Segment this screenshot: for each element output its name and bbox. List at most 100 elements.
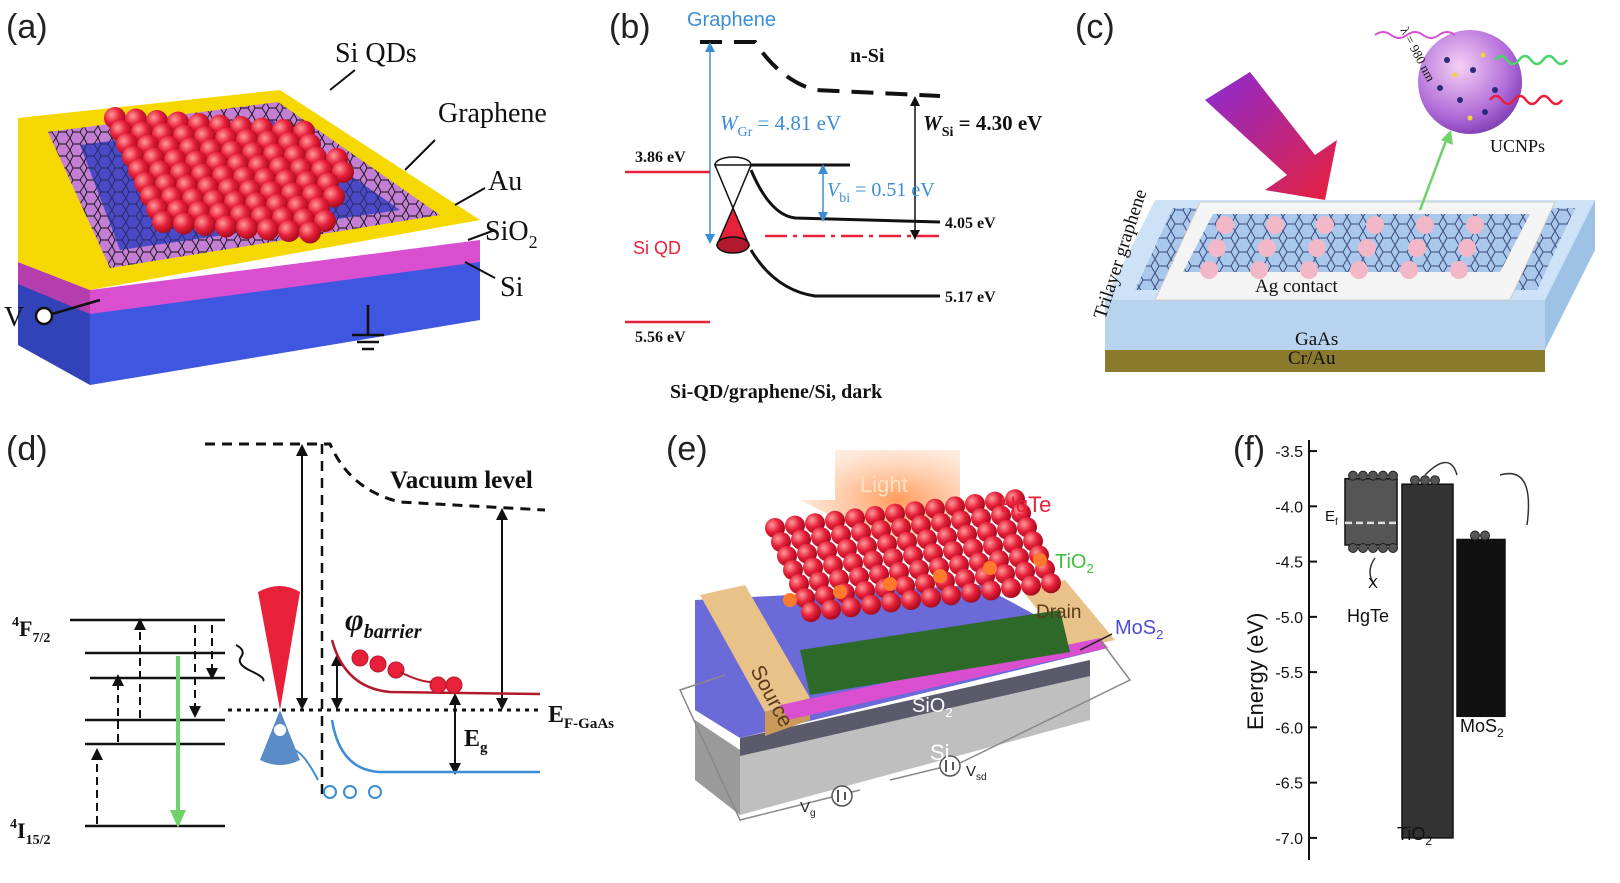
hgte-qd xyxy=(821,599,841,620)
label-v-bi: Vbi = 0.51 eV xyxy=(827,179,935,206)
ground-icon xyxy=(352,305,384,351)
dirac-cone-icon xyxy=(713,156,753,254)
si-qd xyxy=(299,221,321,244)
drain-electrode xyxy=(1020,580,1115,650)
label-4i152: 4I15/2 xyxy=(10,817,50,848)
ucnp-particle xyxy=(1300,261,1318,279)
electron xyxy=(1410,475,1420,486)
panel-d-band-diagram: Vacuum level EF-GaAs Eg φbarrier xyxy=(10,442,614,848)
ucnp-particle xyxy=(1200,261,1218,279)
si-qd xyxy=(278,220,300,242)
si-layer xyxy=(740,670,1090,815)
hgte-qd xyxy=(841,597,861,618)
panel-e-label: (e) xyxy=(666,430,708,468)
y-tick-label: -7.0 xyxy=(1275,831,1303,848)
hgte-qd xyxy=(881,592,901,613)
label-n-si: n-Si xyxy=(850,45,885,67)
label-si: Si xyxy=(500,272,524,303)
ucnp-particle xyxy=(1316,216,1334,234)
label-au: Au xyxy=(488,166,522,197)
gaas-layer xyxy=(1105,300,1545,350)
y-tick-label: -6.5 xyxy=(1275,776,1303,793)
label-v: V xyxy=(4,302,24,333)
si-layer xyxy=(90,250,480,385)
y-tick-label: -6.0 xyxy=(1275,720,1303,737)
label-vg: Vg xyxy=(800,799,816,819)
hgte-qd xyxy=(901,590,921,610)
label-gaas: GaAs xyxy=(1295,329,1338,350)
label-4-05: 4.05 eV xyxy=(945,215,996,232)
si-qd xyxy=(257,218,279,241)
vsd-source-icon xyxy=(939,755,961,777)
label-light: Light xyxy=(860,472,908,497)
panel-f: (f) -3.5-4.0-4.5-5.0-5.5-6.0-6.5-7.0 Ene… xyxy=(1225,420,1620,878)
electron xyxy=(1480,530,1490,541)
label-ef: EF-GaAs xyxy=(548,702,614,732)
hgte-qd xyxy=(941,585,961,606)
label-hgte: HgTe xyxy=(1347,606,1389,626)
electron xyxy=(1420,475,1430,486)
label-w-si: WSi = 4.30 eV xyxy=(923,111,1042,140)
label-mos2: MoS2 xyxy=(1460,716,1504,740)
si-qd xyxy=(215,215,237,238)
hgte-qd-highlight xyxy=(783,593,797,607)
panel-a-label: (a) xyxy=(6,8,48,46)
si-qd xyxy=(194,214,216,236)
sio2-layer xyxy=(90,240,480,314)
label-crau: Cr/Au xyxy=(1288,348,1336,369)
dirac-cone-icon xyxy=(258,586,300,765)
electron xyxy=(1368,470,1378,481)
label-mos2: MoS2 xyxy=(1115,617,1163,642)
ucnp-particle xyxy=(1416,216,1434,234)
label-vacuum: Vacuum level xyxy=(390,467,533,494)
label-eg: Eg xyxy=(464,726,488,756)
hole xyxy=(1368,543,1378,553)
panel-b-label: (b) xyxy=(609,8,651,46)
caption-b: Si-QD/graphene/Si, dark xyxy=(670,381,883,403)
hgte-qd-highlight xyxy=(1033,553,1047,567)
hgte-qd xyxy=(861,594,881,615)
y-tick-label: -3.5 xyxy=(1275,444,1303,461)
panel-e-device: Light Vg Vsd So xyxy=(678,450,1163,821)
panel-b-band-diagram: Graphene n-Si WGr = 4.81 eV WSi = 4.30 e… xyxy=(625,9,1042,403)
label-si: Si xyxy=(930,740,950,765)
bar-tio2 xyxy=(1401,483,1454,839)
y-tick-label: -5.0 xyxy=(1275,610,1303,627)
hgte-qd xyxy=(981,580,1001,601)
ucnp-particle xyxy=(1258,239,1276,257)
hole xyxy=(1378,543,1388,553)
ucnp-particle xyxy=(1250,261,1268,279)
si-qd xyxy=(236,217,258,239)
si-qd xyxy=(173,212,195,235)
y-tick-label: -4.0 xyxy=(1275,499,1303,516)
hgte-qd xyxy=(961,582,981,603)
si-qd xyxy=(152,211,174,233)
label-w-gr: WGr = 4.81 eV xyxy=(720,111,841,140)
label-ef: Ef xyxy=(1325,508,1338,528)
ucnp-particle xyxy=(1458,239,1476,257)
electron xyxy=(1378,470,1388,481)
ucnp-particle xyxy=(1266,216,1284,234)
hgte-qd-highlight xyxy=(883,577,897,591)
vg-source-icon xyxy=(831,785,853,807)
hgte-qd xyxy=(1021,575,1041,596)
label-tio2: TiO2 xyxy=(1055,551,1094,576)
hgte-qd xyxy=(1041,573,1061,594)
label-tio2: TiO2 xyxy=(1397,824,1432,848)
hgte-qd xyxy=(921,587,941,608)
voltage-terminal-icon xyxy=(34,306,54,326)
label-5-56: 5.56 eV xyxy=(635,329,686,346)
panel-b: (b) Graphene n-Si WGr = 4.81 eV WSi = 4.… xyxy=(605,0,1075,410)
ucnp-particle xyxy=(1450,261,1468,279)
light-arrow-icon xyxy=(1205,72,1337,200)
label-graphene: Graphene xyxy=(687,9,776,31)
electron xyxy=(1470,530,1480,541)
source-electrode xyxy=(700,585,810,712)
label-phi: φbarrier xyxy=(345,601,422,643)
ucnp-particle xyxy=(1216,216,1234,234)
hole xyxy=(1348,543,1358,553)
label-4f72: 4F7/2 xyxy=(12,615,50,646)
hgte-qd xyxy=(801,602,821,622)
y-axis-label: Energy (eV) xyxy=(1243,613,1268,730)
ucnp-particle xyxy=(1466,216,1484,234)
